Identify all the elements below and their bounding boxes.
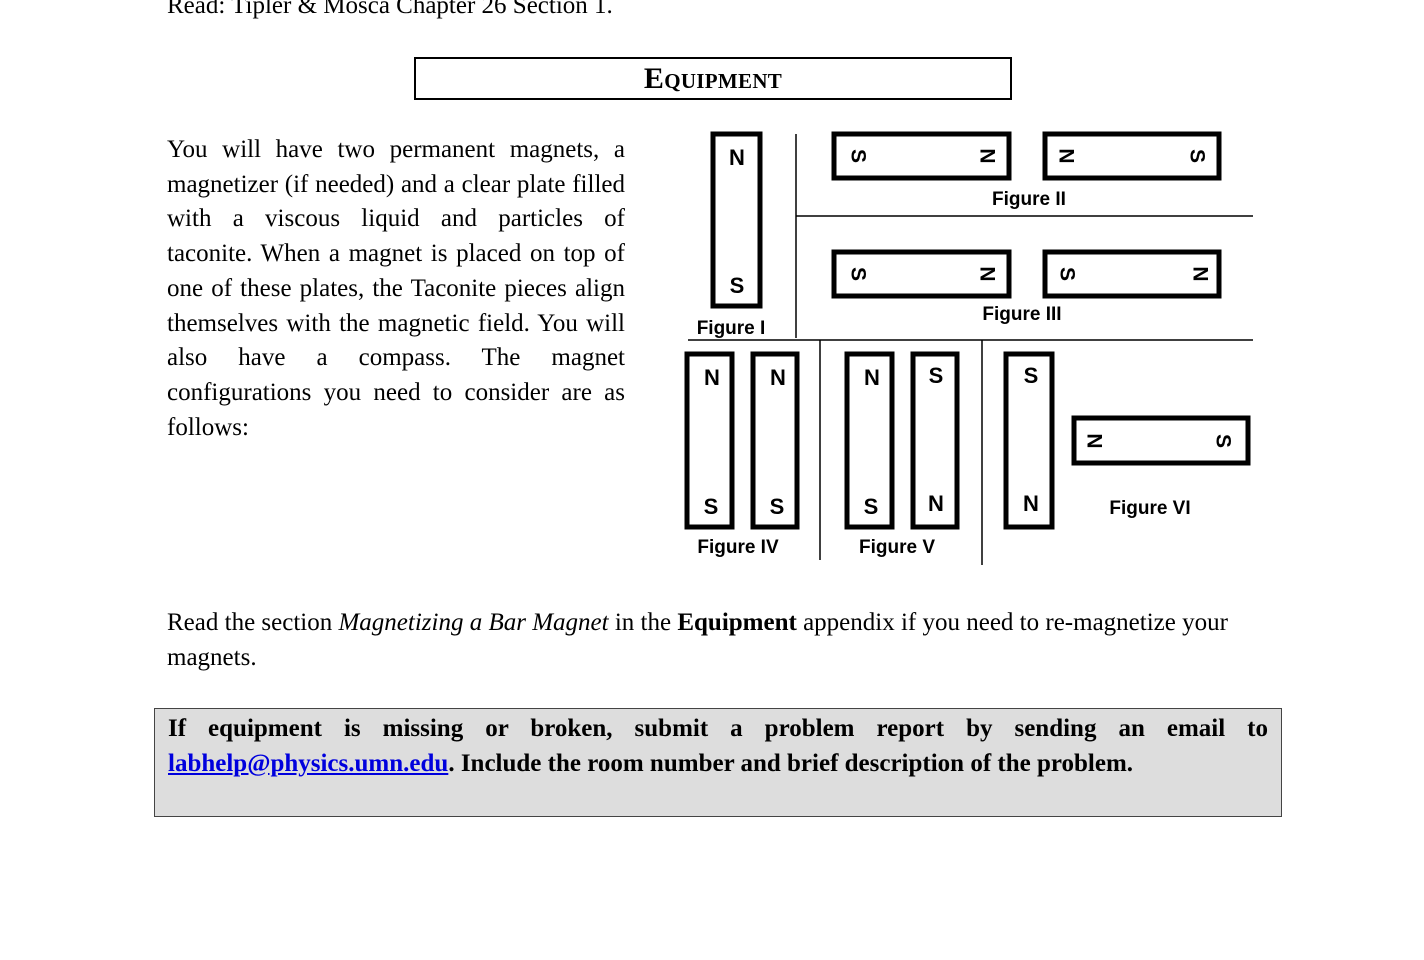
read-section-pre: Read the section [167,609,339,636]
fig1-pole-bottom: S [730,273,745,298]
fig4-left-pole-top: N [704,365,720,390]
labhelp-email-link[interactable]: labhelp@physics.umn.edu [168,749,449,777]
fig4-caption: Figure IV [697,537,779,558]
fig6-horizontal-magnet [1071,415,1251,466]
fig5-left-pole-bottom: S [864,494,879,519]
fig3-left-magnet [831,249,1012,299]
fig5-left-magnet [844,351,895,530]
read-section-mid: in the [608,609,678,636]
reading-assignment: Read: Tipler & Mosca Chapter 26 Section … [167,0,613,19]
fig2-right-pole-1: N [1055,148,1078,163]
fig4-right-pole-top: N [770,365,786,390]
fig4-left-pole-bottom: S [704,494,719,519]
fig2-caption: Figure II [992,189,1066,210]
fig1-magnet [710,131,763,309]
fig3-right-pole-2: N [1189,266,1212,281]
heading-rest: QUIPMENT [664,69,783,93]
fig6-vertical-pole-bottom: N [1023,491,1039,516]
fig3-left-pole-1: S [847,267,870,281]
fig6-vertical-pole-top: S [1024,363,1039,388]
fig4-left-magnet [684,351,735,530]
figure-4: N S N S Figure IV [684,351,800,558]
fig3-caption: Figure III [982,304,1061,325]
fig1-pole-top: N [729,145,745,170]
read-section-italic: Magnetizing a Bar Magnet [338,609,609,636]
heading-initial: E [643,62,665,95]
fig6-horizontal-pole-1: N [1083,433,1106,448]
fig3-right-magnet [1042,249,1222,299]
notice-post: . Include the room number and brief desc… [448,749,1134,777]
fig5-right-pole-bottom: N [928,491,944,516]
fig2-left-magnet [831,131,1012,181]
figure-6: S N N S Figure VI [1003,351,1251,530]
fig2-right-magnet [1042,131,1222,181]
read-section-post: appendix if you need to re-magnetize you… [167,609,1228,671]
equipment-description: You will have two permanent magnets, a m… [167,136,625,441]
figure-2: S N N S Figure II [831,131,1222,210]
magnet-configurations-diagram: N S Figure I S N N S Figure II S N S N F… [684,131,1253,565]
fig6-horizontal-pole-2: S [1212,434,1235,448]
fig4-right-pole-bottom: S [770,494,785,519]
fig2-left-pole-1: S [847,149,870,163]
fig3-right-pole-1: S [1056,267,1079,281]
fig5-left-pole-top: N [864,365,880,390]
fig6-caption: Figure VI [1109,498,1190,519]
fig4-right-magnet [750,351,800,530]
problem-report-notice: If equipment is missing or broken, submi… [154,708,1282,817]
figure-3: S N S N Figure III [831,249,1222,325]
fig5-right-magnet [910,351,960,530]
figure-5: N S S N Figure V [844,351,960,558]
figure-dividers [688,134,1253,565]
figure-1: N S Figure I [697,131,766,339]
fig2-right-pole-2: S [1186,149,1209,163]
fig2-left-pole-2: N [976,148,999,163]
fig1-caption: Figure I [697,318,766,339]
magnetizing-instructions: Read the section Magnetizing a Bar Magne… [167,605,1259,675]
equipment-heading: EQUIPMENT [414,57,1012,100]
read-section-bold: Equipment [677,609,797,636]
fig5-right-pole-top: S [929,363,944,388]
notice-pre: If equipment is missing or broken, submi… [168,715,1268,742]
fig6-vertical-magnet [1003,351,1055,530]
fig5-caption: Figure V [859,537,935,558]
fig3-left-pole-2: N [976,266,999,281]
